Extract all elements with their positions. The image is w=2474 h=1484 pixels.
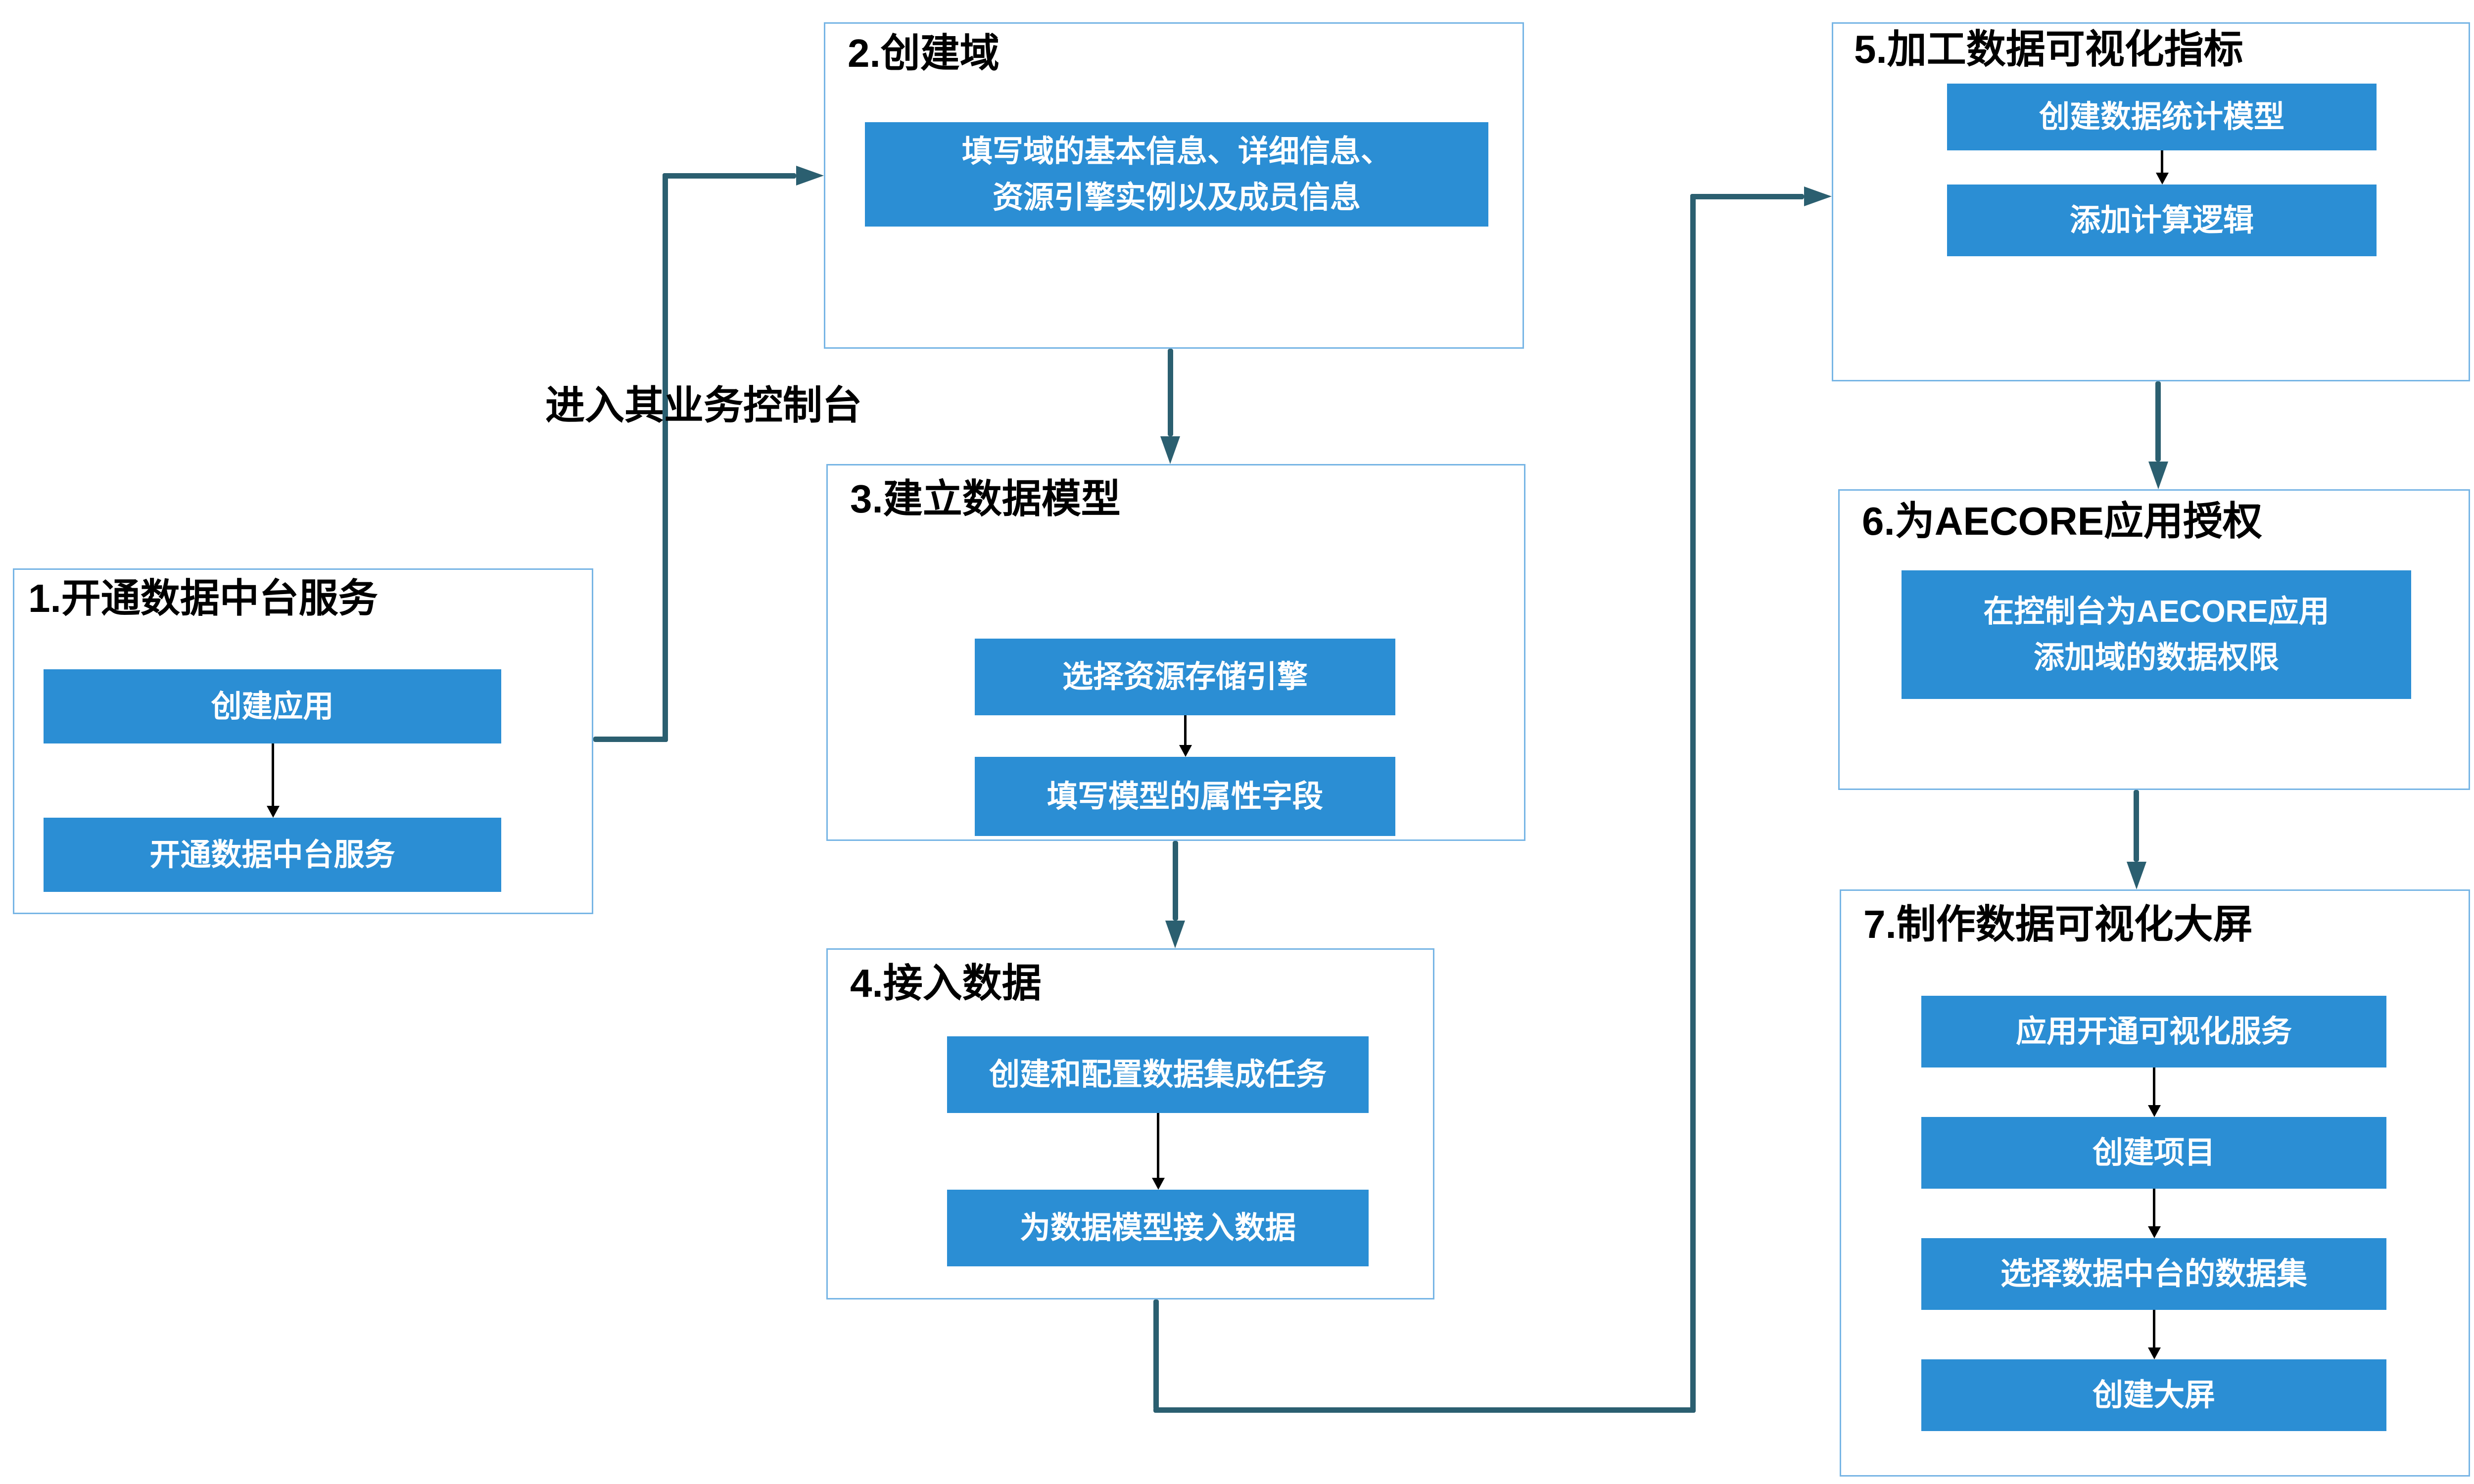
group-7-step-2: 创建项目: [1921, 1117, 2386, 1189]
connector-6-7-segment: [2134, 790, 2139, 862]
group-6-title: 6.为AECORE应用授权: [1862, 499, 2262, 543]
connector-5-6-segment: [2155, 381, 2161, 462]
step-group-4: 4.接入数据 创建和配置数据集成任务 为数据模型接入数据: [826, 948, 1434, 1299]
connector-2-3-segment: [1168, 349, 1173, 436]
step-group-7: 7.制作数据可视化大屏 应用开通可视化服务 创建项目 选择数据中台的数据集 创建…: [1840, 889, 2470, 1477]
group-4-down-arrow-icon: [1157, 1113, 1159, 1178]
group-7-down-arrow-icon: [2153, 1067, 2155, 1105]
group-6-step-1: 在控制台为AECORE应用 添加域的数据权限: [1902, 570, 2411, 699]
group-5-step-2: 添加计算逻辑: [1947, 185, 2377, 256]
group-3-title: 3.建立数据模型: [850, 477, 1121, 521]
group-1-step-2: 开通数据中台服务: [44, 818, 501, 892]
connector-1-2-segment: [593, 737, 668, 742]
group-2-title: 2.创建域: [848, 31, 999, 75]
step-group-3: 3.建立数据模型 选择资源存储引擎 填写模型的属性字段: [826, 464, 1525, 841]
group-1-title: 1.开通数据中台服务: [28, 576, 378, 620]
group-7-title: 7.制作数据可视化大屏: [1863, 902, 2253, 946]
connector-6-7-arrowhead: [2127, 862, 2146, 889]
group-1-step-1: 创建应用: [44, 669, 501, 743]
group-5-down-arrow-icon: [2161, 150, 2163, 173]
connector-4-5-segment: [1690, 194, 1696, 1413]
connector-4-5-segment: [1153, 1299, 1159, 1410]
group-1-down-arrow-icon: [272, 743, 274, 806]
group-7-step-1: 应用开通可视化服务: [1921, 996, 2386, 1067]
group-3-down-arrow-icon: [1184, 715, 1187, 745]
step-group-5: 5.加工数据可视化指标 创建数据统计模型 添加计算逻辑: [1832, 22, 2470, 381]
connector-3-4-segment: [1173, 841, 1178, 921]
step-group-1: 1.开通数据中台服务 创建应用 开通数据中台服务: [13, 568, 593, 914]
step-group-2: 2.创建域 填写域的基本信息、详细信息、 资源引擎实例以及成员信息: [824, 22, 1524, 349]
connector-1-2-arrowhead: [796, 166, 824, 186]
group-5-step-1: 创建数据统计模型: [1947, 84, 2377, 150]
group-7-step-3: 选择数据中台的数据集: [1921, 1238, 2386, 1310]
step-group-6: 6.为AECORE应用授权 在控制台为AECORE应用 添加域的数据权限: [1838, 489, 2470, 790]
connector-5-6-arrowhead: [2148, 462, 2168, 489]
group-3-step-2: 填写模型的属性字段: [975, 757, 1395, 836]
group-7-down-arrow-icon: [2153, 1189, 2155, 1226]
connector-3-4-arrowhead: [1165, 921, 1185, 948]
group-7-step-4: 创建大屏: [1921, 1359, 2386, 1431]
connector-4-5-segment: [1153, 1407, 1696, 1413]
connector-4-5-segment: [1690, 194, 1804, 199]
connector-4-5-arrowhead: [1804, 186, 1832, 206]
connector-label: 进入其业务控制台: [545, 383, 862, 427]
group-4-title: 4.接入数据: [850, 961, 1042, 1005]
connector-1-2-segment: [663, 173, 668, 742]
group-4-step-2: 为数据模型接入数据: [947, 1190, 1369, 1266]
connector-1-2-segment: [663, 173, 796, 179]
group-2-step-1: 填写域的基本信息、详细信息、 资源引擎实例以及成员信息: [865, 122, 1488, 227]
group-5-title: 5.加工数据可视化指标: [1854, 27, 2243, 71]
group-3-step-1: 选择资源存储引擎: [975, 639, 1395, 715]
connector-2-3-arrowhead: [1160, 436, 1180, 464]
group-4-step-1: 创建和配置数据集成任务: [947, 1036, 1369, 1113]
group-7-down-arrow-icon: [2153, 1310, 2155, 1347]
